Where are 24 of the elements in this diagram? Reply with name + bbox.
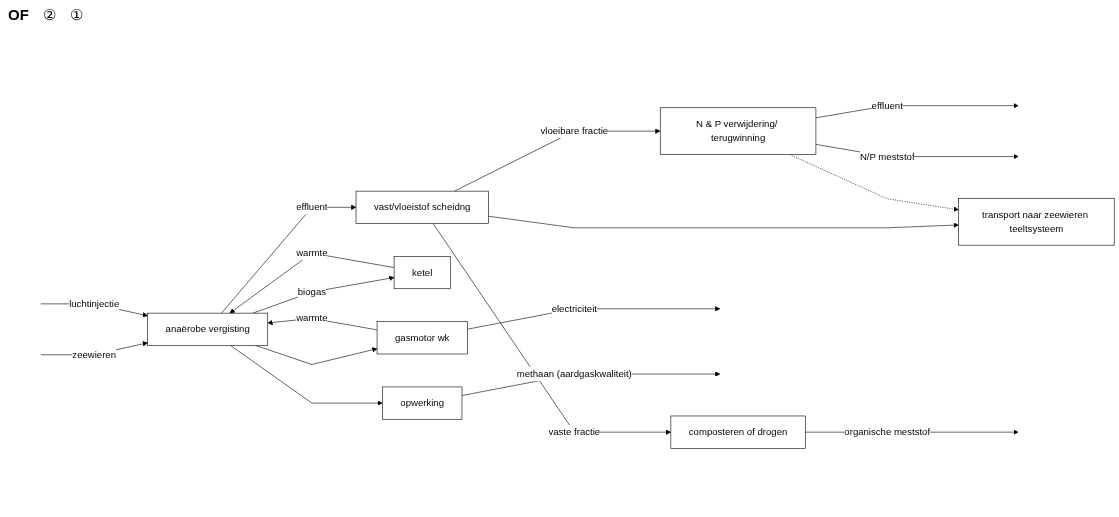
edge-label: effluent (871, 100, 903, 111)
node-box: ketel (393, 256, 451, 290)
edge-label: effluent (296, 201, 328, 213)
edge-label: organische meststof (844, 426, 931, 437)
node-box: transport naar zeewieren teeltsysteem (958, 198, 1115, 246)
node-box: vast/vloeistof scheidng (355, 190, 489, 224)
edge-label: warmte (296, 312, 328, 324)
note-text: ① (69, 6, 83, 24)
edge-label: N/P meststof (859, 151, 915, 162)
node-box: gasmotor wk (376, 321, 468, 355)
node-box: anaërobe vergisting (147, 312, 269, 346)
edge-label: methaan (aardgaskwaliteit) (516, 368, 632, 379)
node-box: opwerking (382, 386, 463, 420)
edge-label: vaste fractie (548, 426, 601, 437)
edge-label: biogas (297, 286, 326, 297)
edge-label: zeewieren (72, 349, 117, 360)
note-text: ② (42, 6, 56, 24)
node-box: N & P verwijdering/ terugwinning (659, 107, 817, 155)
note-text: OF (8, 6, 29, 24)
edge-label: vloeibare fractie (540, 125, 609, 136)
edge-label: luchtinjectie (69, 298, 120, 309)
node-box: composteren of drogen (670, 415, 806, 449)
edge-label: electriciteit (551, 303, 597, 314)
edge-label: warmte (296, 247, 328, 258)
